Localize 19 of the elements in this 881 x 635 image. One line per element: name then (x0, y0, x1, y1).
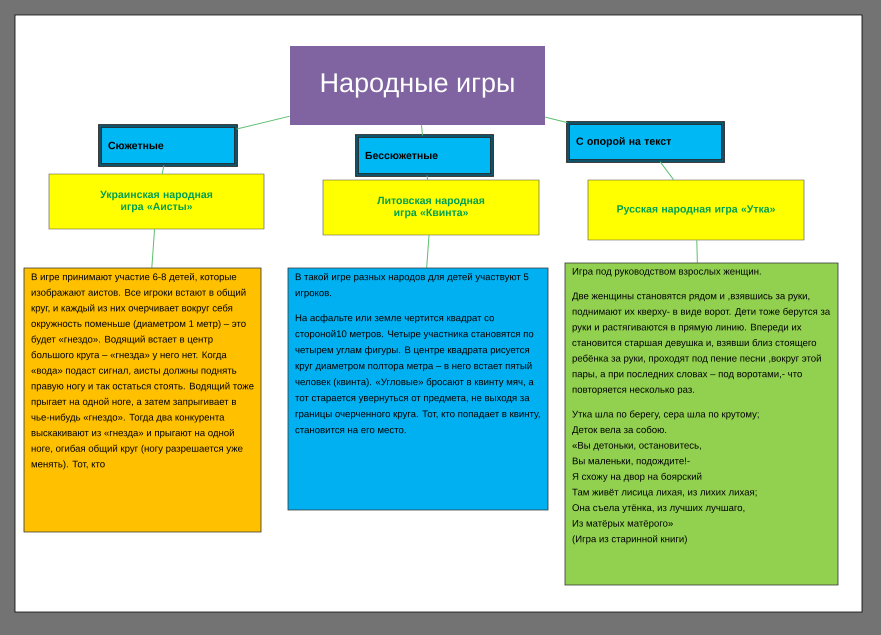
category-box: Бессюжетные (355, 134, 494, 177)
connector-line (420, 124, 423, 136)
game-title-box: Русская народная игра «Утка» (588, 180, 804, 240)
connector-line (544, 116, 568, 124)
title-box: Народные игры (290, 46, 545, 125)
connector-line (426, 234, 430, 268)
text-box: В игре принимают участие 6-8 детей, которые изображают аистов. Все игроки встают в общий круг, и каждый из них очерчивает вокруг себя окружность поменьше (диаметром 1 метр) – это будет «гнездо». Водящий встает в центр большого круга – «гнезда» у него нет. Когда «вода» подаст сигнал, аисты должны поднять правую ногу и так остаться стоять. Водящий тоже прыгает на одной ноге, а затем запрыгивает в чье-нибудь «гнездо». Тогда два конкурента выскакивают из «гнезда» и прыгают на одной ноге, огибая общий круг (ногу разрешается уже менять). Тот, кто (24, 268, 262, 532)
game-title-box: Литовская народная игра «Квинта» (322, 180, 540, 236)
text-box: Игра под руководством взрослых женщин. Две женщины становятся рядом и ,взявшись за руки, поднимают их кверху- в виде ворот. Дети тоже берутся за руки и растягиваются в прямую линию. Впереди их становится старшая девушка и, взявши близ стоящего ребёнка за руки, проходят под пение песни ,вокруг этой пары, а при последних словах – под воротами,- что повторяется несколько раз. Утка шла по берегу, сера шла по крутому; Деток вела за собою. «Вы детоньки, остановитесь, Вы маленьки, подождите!- Я схожу на двор на боярский Там живёт лисица лихая, из лихих лихая; Она съела утёнка, из лучших лучшаго, Из матёрых матёрого» (Игра из старинной книги) (564, 262, 838, 586)
connector-line (151, 228, 156, 268)
text-box: В такой игре разных народов для детей участвуют 5 игроков. На асфальте или земле чертится квадрат со стороной10 метров. Четыре участника становятся по четырем углам фигуры. В центре квадрата рисуется круг диаметром полтора метра – в него встает пятый человек (квинта). «Угловые» бросают в квинту мяч, а тот старается увернуться от предмета, не выходя за границы очерченного круга. Тот, кто попадает в квинту, становится на его место. (288, 268, 548, 510)
connector-line (162, 165, 164, 174)
connector-line (236, 116, 290, 130)
connector-line (426, 175, 428, 180)
game-title-box: Украинская народная игра «Аисты» (48, 174, 264, 230)
connector-line (660, 161, 674, 180)
category-box: С опорой на текст (566, 121, 725, 163)
connector-line (696, 240, 698, 264)
category-box: Сюжетные (98, 124, 238, 167)
